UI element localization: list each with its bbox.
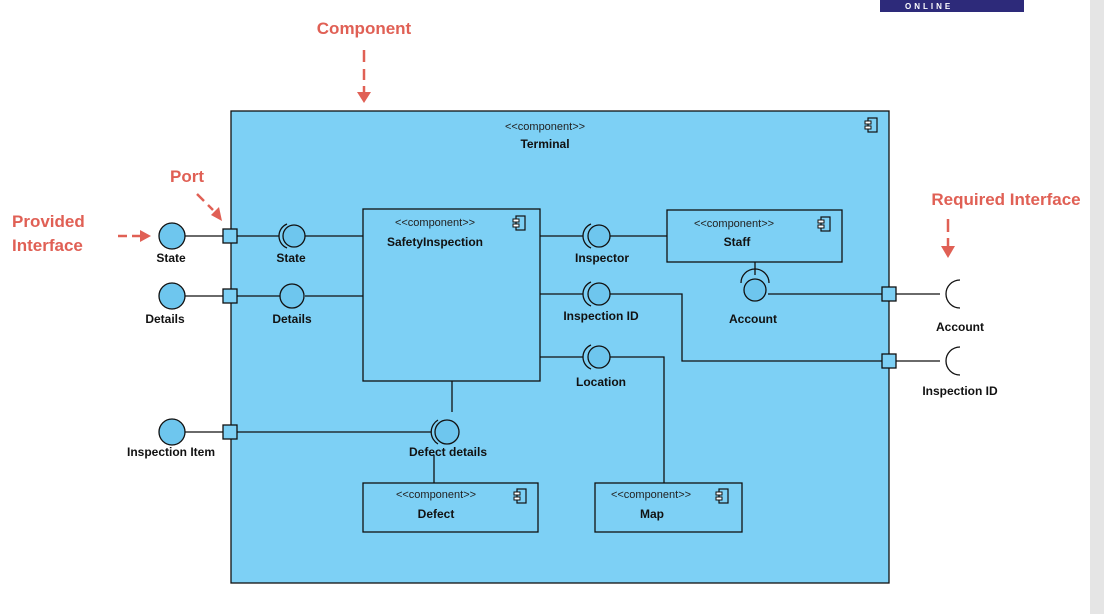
socket-icon bbox=[430, 419, 439, 445]
external-inspection-id-label: Inspection ID bbox=[922, 384, 998, 398]
safety-inspection-stereotype: <<component>> bbox=[395, 217, 475, 229]
ball-icon bbox=[587, 224, 611, 248]
provided-interface-ball-icon bbox=[158, 418, 186, 446]
port-square-inspection-item bbox=[222, 424, 238, 440]
staff-stereotype: <<component>> bbox=[694, 218, 774, 230]
external-details-label: Details bbox=[145, 312, 185, 326]
annotation-provided-interface: Provided Interface bbox=[12, 212, 151, 255]
account-label: Account bbox=[729, 312, 777, 326]
socket-icon bbox=[740, 268, 770, 284]
arrow-diagonal-icon bbox=[211, 207, 222, 221]
annotation-provided-line2: Interface bbox=[12, 236, 83, 255]
terminal-stereotype: <<component>> bbox=[505, 121, 585, 133]
port-square-account bbox=[881, 286, 897, 302]
provided-interface-ball-icon bbox=[158, 282, 186, 310]
ball-icon bbox=[282, 224, 306, 248]
socket-icon bbox=[582, 344, 592, 370]
logo: ONLINE bbox=[880, 0, 1024, 12]
inspector-interface: Inspector bbox=[575, 223, 629, 265]
required-interface-socket-icon bbox=[945, 279, 961, 309]
ball-icon bbox=[434, 419, 460, 445]
port-square-inspection-id bbox=[881, 353, 897, 369]
staff-component: <<component>> Staff bbox=[666, 209, 843, 263]
annotation-provided-line1: Provided bbox=[12, 212, 85, 231]
map-component: <<component>> Map bbox=[594, 482, 743, 533]
arrow-down-icon bbox=[941, 246, 955, 258]
account-interface: Account bbox=[729, 268, 777, 326]
annotation-required-text: Required Interface bbox=[931, 190, 1080, 209]
safety-inspection-name: SafetyInspection bbox=[387, 235, 483, 249]
external-required-inspection-id: Inspection ID bbox=[922, 346, 998, 398]
defect-component: <<component>> Defect bbox=[362, 482, 539, 533]
terminal-name: Terminal bbox=[520, 137, 569, 151]
required-interface-socket-icon bbox=[945, 346, 961, 376]
terminal-component: <<component>> Terminal bbox=[230, 110, 890, 584]
ports bbox=[222, 228, 897, 440]
socket-icon bbox=[582, 223, 592, 249]
ball-icon bbox=[743, 278, 767, 302]
annotation-port-text: Port bbox=[170, 167, 204, 186]
external-provided-inspection-item: Inspection Item bbox=[127, 418, 215, 459]
defect-stereotype: <<component>> bbox=[396, 489, 476, 501]
external-provided-state: State bbox=[156, 222, 186, 265]
annotation-port: Port bbox=[170, 167, 222, 221]
staff-name: Staff bbox=[724, 235, 752, 249]
safety-inspection-component: <<component>> SafetyInspection bbox=[362, 208, 541, 382]
external-account-label: Account bbox=[936, 320, 984, 334]
inspection-id-label: Inspection ID bbox=[563, 309, 639, 323]
location-label: Location bbox=[576, 375, 626, 389]
defect-details-label: Defect details bbox=[409, 445, 487, 459]
port-square-details bbox=[222, 288, 238, 304]
annotation-required-interface: Required Interface bbox=[931, 190, 1081, 258]
ball-icon bbox=[587, 345, 611, 369]
defect-details-interface: Defect details bbox=[409, 419, 487, 459]
logo-text: ONLINE bbox=[905, 2, 953, 11]
annotation-component-text: Component bbox=[317, 19, 412, 38]
defect-name: Defect bbox=[418, 507, 455, 521]
location-interface: Location bbox=[576, 344, 626, 389]
external-state-label: State bbox=[156, 251, 186, 265]
inspection-id-interface: Inspection ID bbox=[563, 281, 639, 323]
map-stereotype: <<component>> bbox=[611, 489, 691, 501]
internal-details-label: Details bbox=[272, 312, 312, 326]
external-inspection-item-label: Inspection Item bbox=[127, 445, 215, 459]
ball-icon bbox=[587, 282, 611, 306]
internal-state-interface: State bbox=[276, 223, 306, 265]
map-name: Map bbox=[640, 507, 664, 521]
inspector-label: Inspector bbox=[575, 251, 629, 265]
external-provided-details: Details bbox=[145, 282, 186, 326]
provided-interface-ball-icon bbox=[158, 222, 186, 250]
external-required-account: Account bbox=[936, 279, 984, 334]
arrow-down-icon bbox=[357, 92, 371, 103]
arrow-right-icon bbox=[140, 230, 151, 242]
socket-icon bbox=[278, 223, 288, 249]
annotation-component: Component bbox=[317, 19, 412, 103]
internal-state-label: State bbox=[276, 251, 306, 265]
ball-icon bbox=[279, 283, 305, 309]
internal-details-interface: Details bbox=[272, 283, 312, 326]
connectors bbox=[185, 235, 940, 483]
port-square-state bbox=[222, 228, 238, 244]
scrollbar[interactable] bbox=[1090, 0, 1104, 614]
socket-icon bbox=[582, 281, 592, 307]
